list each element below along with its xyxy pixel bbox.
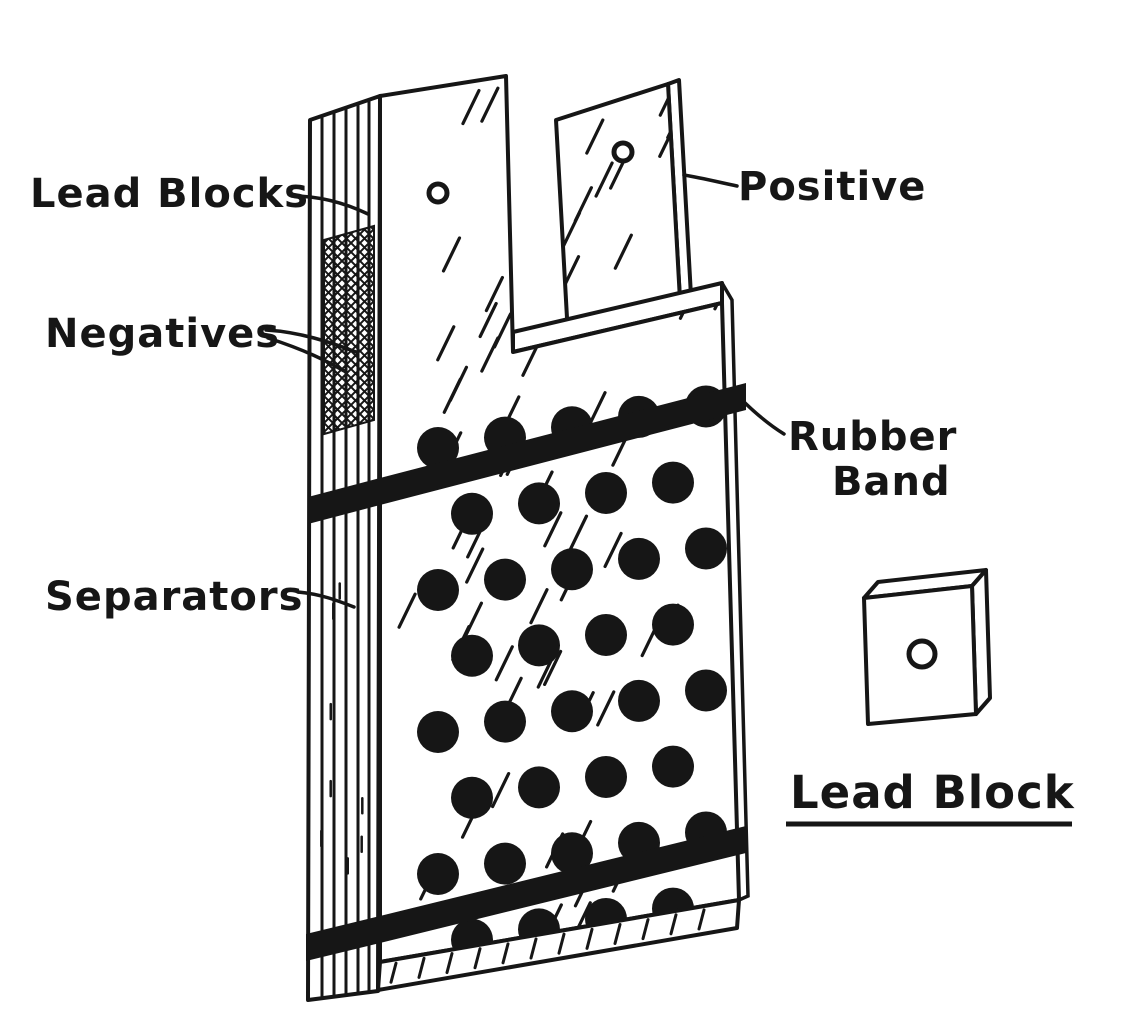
hatch-stroke <box>436 325 456 362</box>
hatch-stroke <box>557 932 566 955</box>
positive-plate-hole <box>611 140 635 164</box>
hatch-stroke <box>613 233 633 270</box>
hatch-stroke <box>529 937 538 960</box>
hatch-stroke <box>543 649 563 686</box>
hatch-stroke <box>397 592 417 629</box>
hatch-stroke <box>480 86 500 123</box>
perforation-hole <box>417 711 459 753</box>
perforation-hole <box>585 471 627 514</box>
leader-line-positive <box>682 173 739 188</box>
perforation-hole <box>585 755 627 798</box>
hatch-stroke <box>445 952 454 975</box>
hatch-stroke <box>543 511 563 548</box>
hatch-stroke <box>484 275 504 313</box>
perforation-hole <box>618 679 660 722</box>
perforation-hole <box>417 569 459 611</box>
label-negatives: Negatives <box>45 311 280 357</box>
perforation-hole <box>551 832 593 875</box>
perforation-hole <box>585 613 627 656</box>
separator-stack <box>306 94 382 1002</box>
rubber-band-top <box>308 383 746 524</box>
perforation-hole <box>685 527 727 570</box>
perforation-hole <box>484 558 526 601</box>
positive-plate <box>554 78 693 338</box>
perforation-hole <box>518 482 560 525</box>
leader-line-negatives-2 <box>266 336 348 374</box>
hatch-stroke <box>603 531 623 569</box>
leader-line-lead-blocks <box>290 194 370 216</box>
perforation-hole <box>451 492 493 535</box>
perforation-hole <box>518 624 560 667</box>
hatch-stroke <box>441 236 462 273</box>
label-separators: Separators <box>45 574 303 620</box>
hatch-stroke <box>473 947 482 970</box>
perforation-hole <box>484 842 526 885</box>
lead-block-inset <box>862 568 992 726</box>
leader-line-rubber-band <box>739 397 786 436</box>
hatch-stroke <box>585 118 605 155</box>
hatch-stroke <box>513 283 533 320</box>
hatch-stroke <box>465 547 485 584</box>
leader-line-negatives-1 <box>264 328 358 354</box>
hatch-stroke <box>389 961 398 984</box>
hatch-stroke <box>585 927 594 950</box>
label-lead-blocks: Lead Blocks <box>30 171 309 217</box>
rubber-band-bottom <box>306 826 746 961</box>
pack-front-plate <box>378 74 750 964</box>
hatch-stroke <box>560 255 581 292</box>
hatch-stroke <box>478 301 498 339</box>
perforation-hole <box>484 700 526 743</box>
negative-lug-hole <box>426 181 450 205</box>
hatch-stroke <box>596 690 616 727</box>
perforation-hole <box>652 745 694 788</box>
label-rubber-band-line1: Rubber <box>788 414 957 460</box>
hatch-stroke <box>448 365 469 402</box>
hatch-stroke <box>568 514 589 551</box>
pack-bottom-edge <box>376 898 741 992</box>
hatch-stroke <box>501 942 510 965</box>
perforation-hole <box>685 669 727 712</box>
hatch-stroke <box>641 918 650 941</box>
separator-tick-marks <box>320 582 364 875</box>
perforation-hole <box>518 766 560 809</box>
hatch-stroke <box>561 211 582 248</box>
lead-block-hole <box>906 638 938 670</box>
hatch-stroke <box>492 312 513 349</box>
hatch-stroke <box>494 645 514 682</box>
hatch-stroke <box>461 88 481 126</box>
caption-lead-block: Lead Block <box>790 766 1075 819</box>
perforation-hole <box>652 461 694 504</box>
hatch-stroke <box>529 588 549 625</box>
perforation-hole <box>451 634 493 677</box>
negatives-shaded-region <box>323 224 375 436</box>
label-positive: Positive <box>738 164 926 210</box>
perforation-hole <box>652 603 694 646</box>
pack-right-side-edge <box>720 281 750 902</box>
perforation-hole <box>618 537 660 580</box>
label-rubber-band-line2: Band <box>832 459 951 505</box>
perforation-hole <box>551 548 593 591</box>
hatch-stroke <box>697 908 706 931</box>
perforation-hole <box>417 853 459 895</box>
hatch-stroke <box>613 922 622 945</box>
perforation-hole <box>551 690 593 733</box>
perforation-hole <box>417 427 459 469</box>
perforation-hole <box>451 776 493 819</box>
hatch-stroke <box>594 161 614 198</box>
leader-line-separators <box>296 590 356 609</box>
bottom-edge-hatching <box>389 908 706 984</box>
hatch-stroke <box>491 772 511 809</box>
hatch-stroke <box>463 601 484 638</box>
hatch-stroke <box>669 913 678 936</box>
hatch-stroke <box>521 340 541 377</box>
hatch-stroke <box>417 956 426 979</box>
